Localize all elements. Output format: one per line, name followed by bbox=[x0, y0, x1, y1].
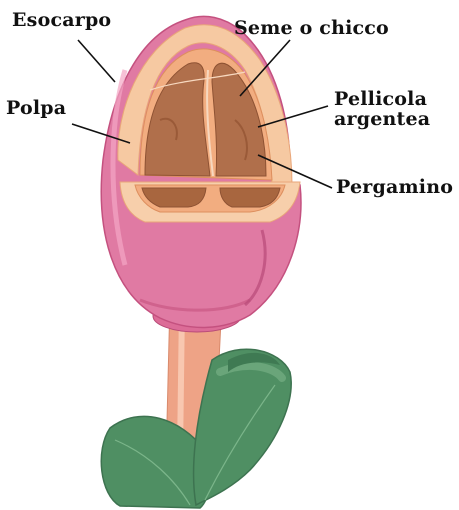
label-pergamino: Pergamino bbox=[336, 176, 453, 198]
label-seme: Seme o chicco bbox=[234, 17, 389, 39]
label-pellicola-line2: argentea bbox=[334, 108, 430, 130]
label-esocarpo: Esocarpo bbox=[12, 9, 111, 31]
label-pellicola-line1: Pellicola bbox=[334, 88, 427, 110]
label-polpa: Polpa bbox=[6, 97, 66, 119]
leader-esocarpo bbox=[78, 40, 115, 82]
